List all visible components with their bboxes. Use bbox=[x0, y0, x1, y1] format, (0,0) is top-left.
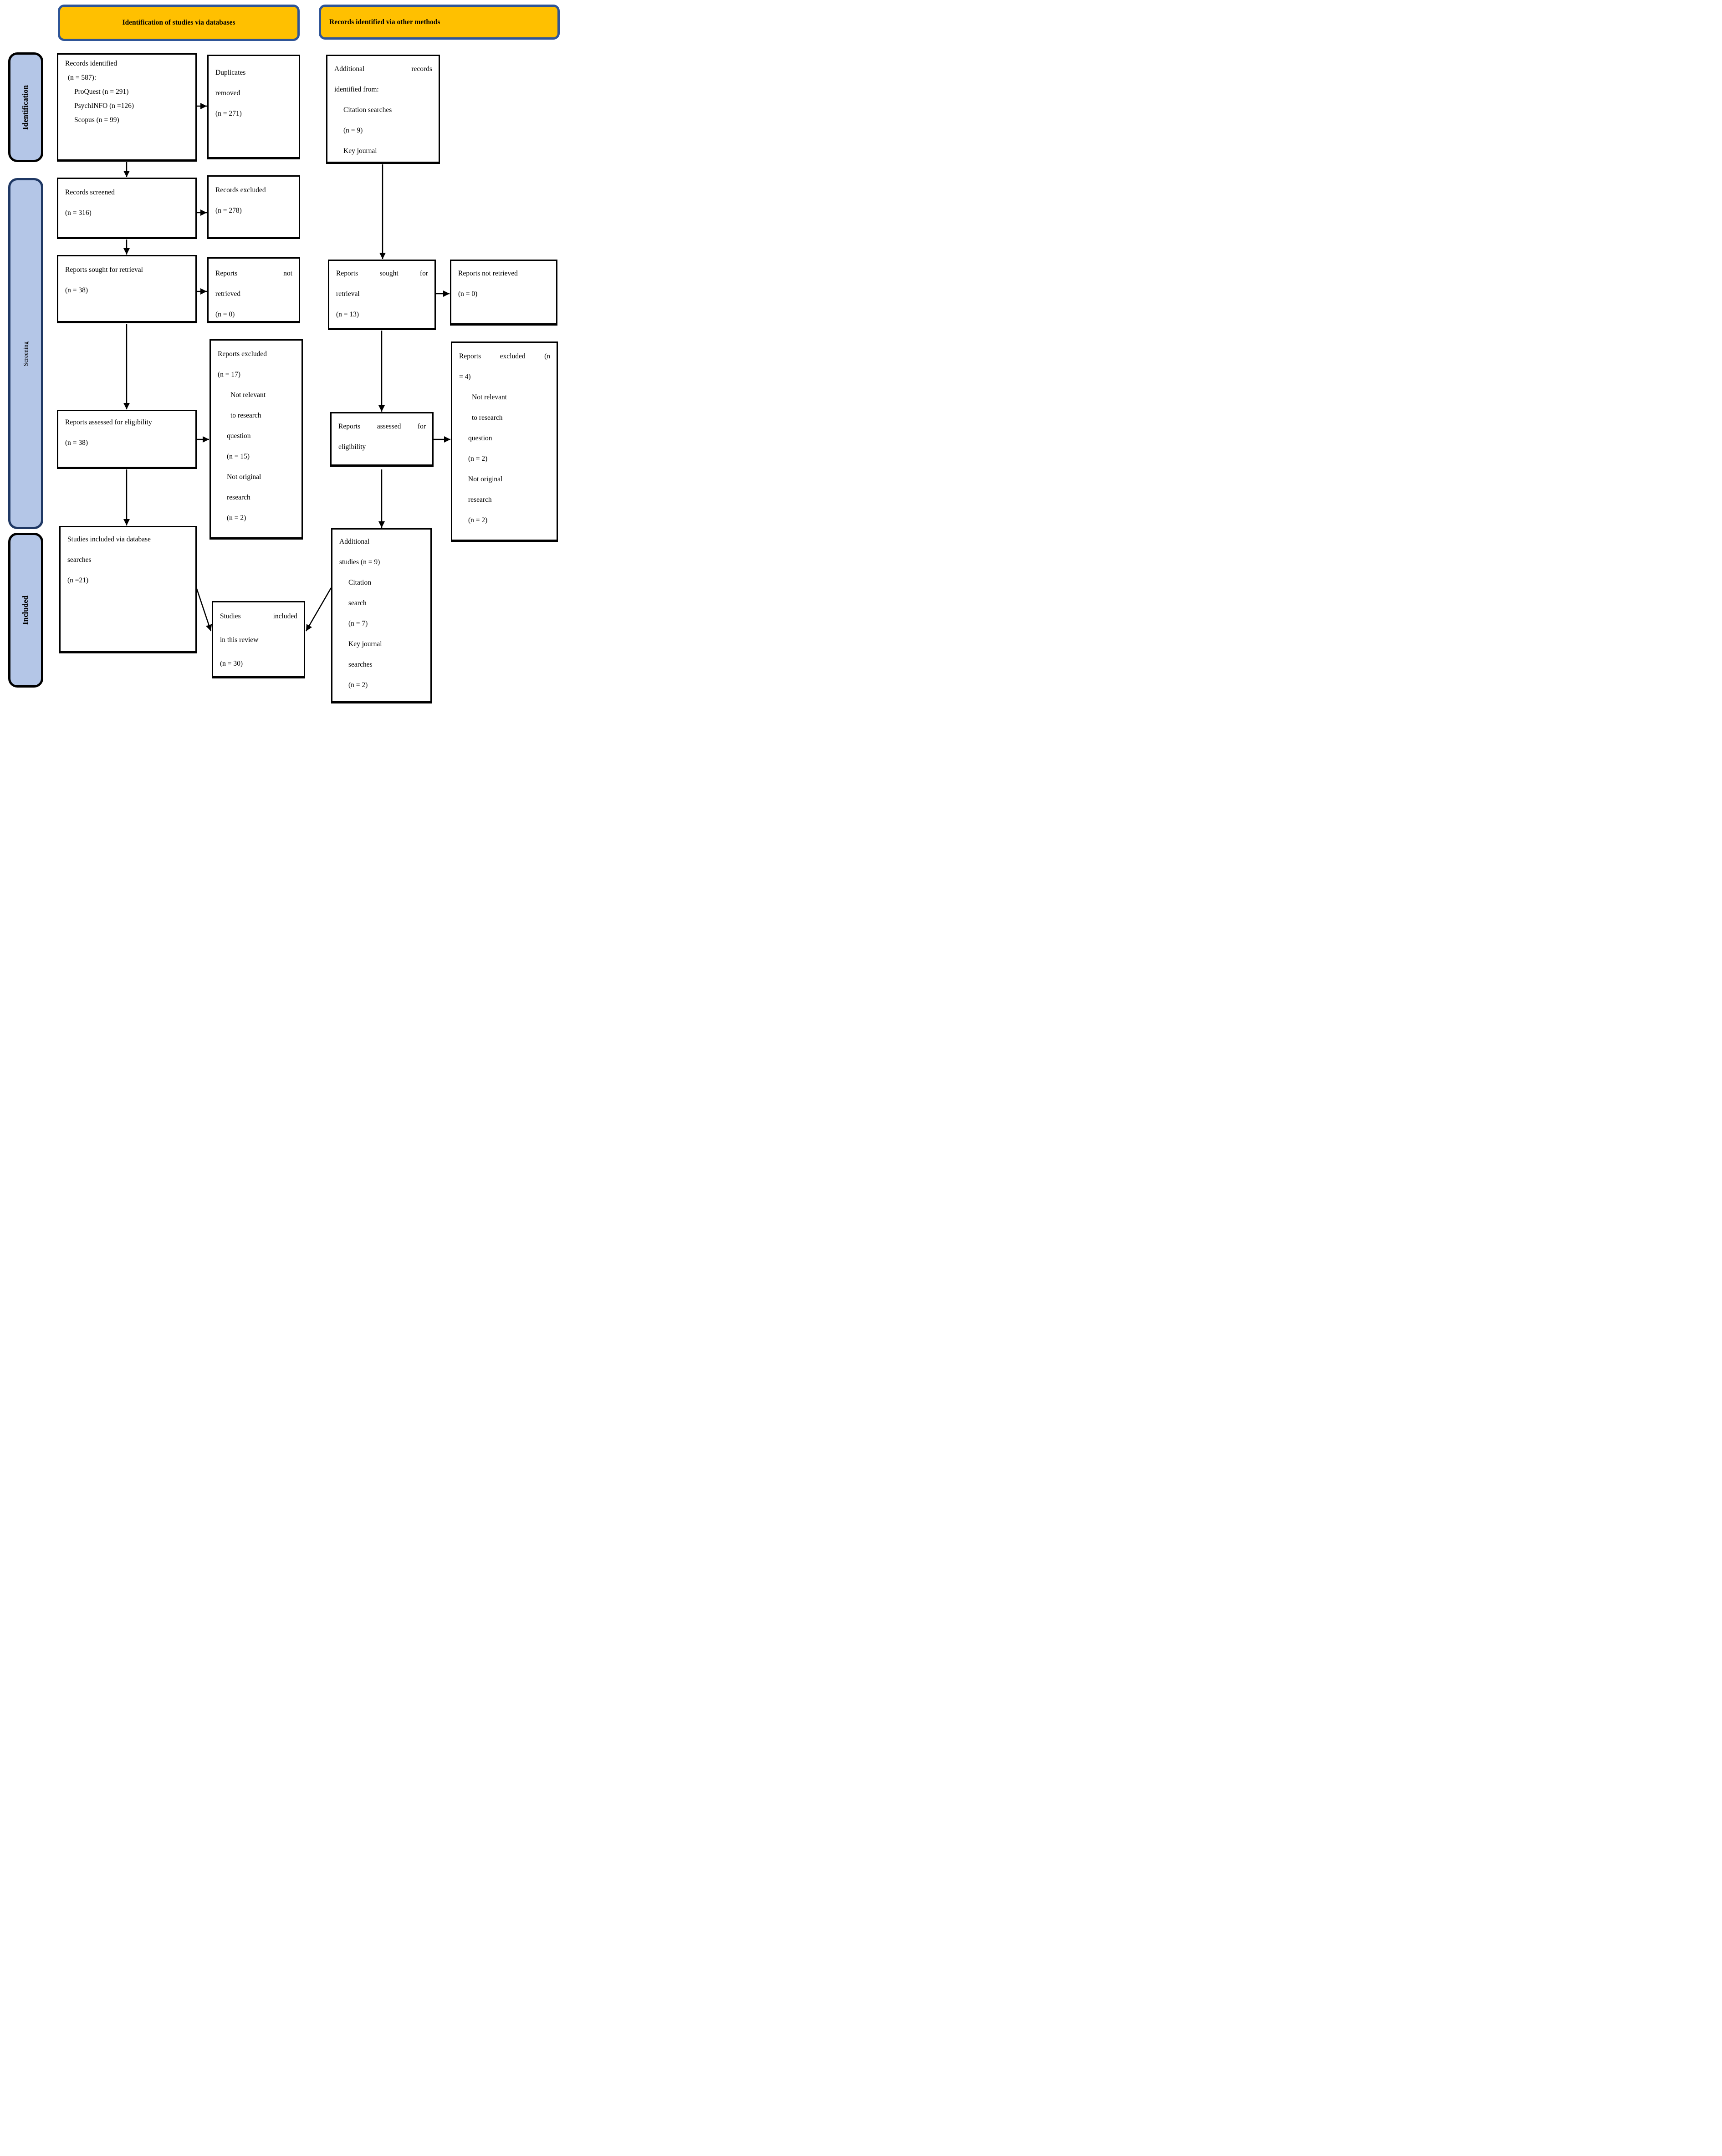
text-line: Scopus (n = 99) bbox=[74, 116, 119, 124]
text-line: Citation bbox=[348, 579, 371, 586]
text-line: studies (n = 9) bbox=[339, 558, 380, 566]
text-line: Reports not bbox=[215, 270, 292, 277]
text-line: Additional bbox=[339, 538, 370, 545]
text-line: (n = 316) bbox=[65, 209, 92, 217]
text-line: Reports sought for bbox=[336, 270, 428, 277]
text-line: research bbox=[227, 494, 250, 501]
text-line: (n =21) bbox=[67, 576, 89, 584]
box-reports-assessed-databases: Reports assessed for eligibility (n = 38… bbox=[57, 410, 197, 469]
box-studies-included-review: Studies included in this review (n = 30) bbox=[212, 601, 305, 678]
text-line: Studies included via database bbox=[67, 535, 151, 543]
text-line: Additional records bbox=[334, 65, 432, 73]
text-line: search bbox=[348, 599, 367, 607]
text-line: Reports sought for retrieval bbox=[65, 266, 143, 274]
text-line: (n = 15) bbox=[227, 453, 250, 460]
text-line: in this review bbox=[220, 636, 259, 644]
text-line: Records excluded bbox=[215, 186, 266, 194]
box-reports-sought-other: Reports sought for retrieval (n = 13) bbox=[328, 260, 436, 330]
header-label: Identification of studies via databases bbox=[122, 19, 235, 26]
text-line: question bbox=[468, 434, 492, 442]
text-line: Reports assessed for bbox=[338, 423, 426, 430]
text-line: Not original bbox=[227, 473, 261, 481]
text-line: (n = 9) bbox=[343, 127, 363, 134]
stage-label-text: Screening bbox=[22, 341, 29, 366]
text-line: retrieved bbox=[215, 290, 241, 298]
text-line: to research bbox=[230, 412, 261, 419]
text-line: question bbox=[227, 432, 251, 440]
box-duplicates-removed: Duplicates removed (n = 271) bbox=[207, 55, 300, 159]
text-line: Records identified bbox=[65, 60, 118, 67]
box-records-excluded: Records excluded (n = 278) bbox=[207, 175, 300, 239]
text-line: Reports assessed for eligibility bbox=[65, 418, 152, 426]
text-line: retrieval bbox=[336, 290, 360, 298]
text-line: (n = 2) bbox=[468, 455, 488, 463]
box-reports-excluded-databases: Reports excluded (n = 17) Not relevant t… bbox=[210, 339, 303, 540]
text-line: (n = 13) bbox=[336, 311, 359, 318]
box-additional-studies: Additional studies (n = 9) Citation sear… bbox=[331, 528, 432, 703]
text-line: Records screened bbox=[65, 189, 115, 196]
text-line: (n = 0) bbox=[215, 311, 235, 318]
box-studies-included-databases: Studies included via database searches (… bbox=[59, 526, 197, 653]
text-line: (n = 587): bbox=[68, 74, 97, 82]
text-line: (n = 278) bbox=[215, 207, 242, 214]
box-records-screened: Records screened (n = 316) bbox=[57, 178, 197, 239]
header-records-other-methods: Records identified via other methods bbox=[319, 5, 560, 40]
text-line: (n = 0) bbox=[458, 290, 478, 298]
text-line: (n = 7) bbox=[348, 620, 368, 627]
header-label: Records identified via other methods bbox=[329, 18, 440, 26]
stage-label-text: Included bbox=[21, 595, 30, 625]
text-line: = 4) bbox=[459, 373, 471, 381]
text-line: eligibility bbox=[338, 443, 366, 451]
text-line: (n = 271) bbox=[215, 110, 242, 117]
text-line: (n = 2) bbox=[227, 514, 246, 522]
box-records-identified: Records identified (n = 587): ProQuest (… bbox=[57, 53, 197, 162]
text-line: Not relevant bbox=[472, 393, 507, 401]
arrow-additional-studies-to-review bbox=[305, 587, 332, 632]
box-reports-sought-databases: Reports sought for retrieval (n = 38) bbox=[57, 255, 197, 323]
text-line: Duplicates bbox=[215, 69, 246, 76]
box-reports-assessed-other: Reports assessed for eligibility bbox=[330, 412, 434, 467]
text-line: Not original bbox=[468, 475, 503, 483]
text-line: Not relevant bbox=[230, 391, 266, 399]
text-line: ProQuest (n = 291) bbox=[74, 88, 129, 96]
text-line: (n = 2) bbox=[468, 516, 488, 524]
box-reports-not-retrieved-databases: Reports not retrieved (n = 0) bbox=[207, 257, 300, 323]
box-additional-records-identified: Additional records identified from: Cita… bbox=[326, 55, 440, 164]
text-line: Citation searches bbox=[343, 106, 392, 114]
text-line: searches bbox=[67, 556, 92, 564]
text-line: identified from: bbox=[334, 86, 379, 93]
stage-label-text: Identification bbox=[21, 85, 30, 130]
text-line: Reports excluded bbox=[218, 350, 267, 358]
text-line: (n = 30) bbox=[220, 660, 243, 668]
text-line: Key journal bbox=[348, 640, 382, 648]
text-line: Reports excluded (n bbox=[459, 352, 550, 360]
box-reports-excluded-other: Reports excluded (n = 4) Not relevant to… bbox=[451, 341, 558, 542]
stage-label-screening: Screening bbox=[8, 178, 43, 529]
text-line: (n = 17) bbox=[218, 371, 241, 378]
stage-label-included: Included bbox=[8, 533, 43, 688]
arrow-included-db-to-review bbox=[196, 588, 212, 632]
text-line: (n = 2) bbox=[348, 681, 368, 689]
stage-label-identification: Identification bbox=[8, 52, 43, 162]
text-line: searches bbox=[348, 661, 373, 668]
header-identification-via-databases: Identification of studies via databases bbox=[58, 5, 300, 41]
box-reports-not-retrieved-other: Reports not retrieved (n = 0) bbox=[450, 260, 557, 326]
text-line: to research bbox=[472, 414, 503, 422]
text-line: Studies included bbox=[220, 612, 297, 620]
text-line: PsychINFO (n =126) bbox=[74, 102, 134, 110]
text-line: Reports not retrieved bbox=[458, 270, 518, 277]
text-line: (n = 38) bbox=[65, 439, 88, 447]
text-line: (n = 38) bbox=[65, 286, 88, 294]
text-line: research bbox=[468, 496, 492, 504]
text-line: removed bbox=[215, 89, 240, 97]
text-line: Key journal bbox=[343, 147, 377, 155]
prisma-flow-diagram: Identification of studies via databases … bbox=[0, 0, 565, 707]
